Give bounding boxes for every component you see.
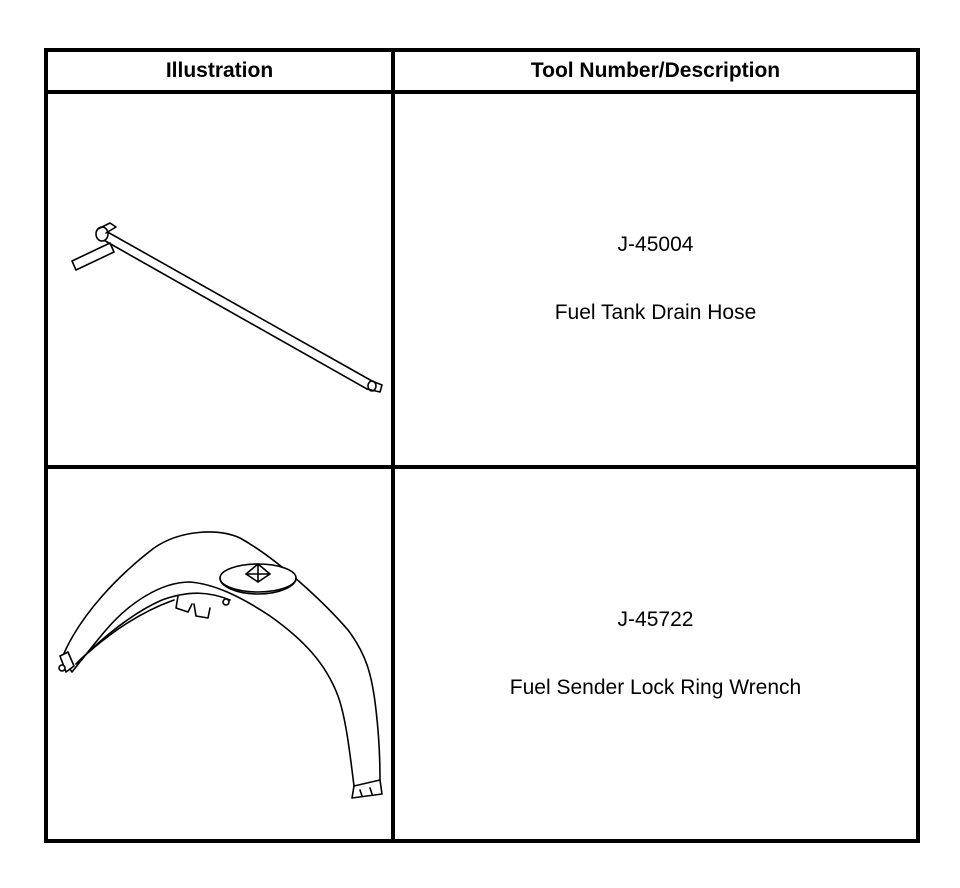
illustration-cell xyxy=(44,90,395,469)
tool-description: Fuel Sender Lock Ring Wrench xyxy=(509,675,802,699)
table-row: J-45004 Fuel Tank Drain Hose xyxy=(44,90,920,469)
tool-number: J-45004 xyxy=(617,233,694,257)
tool-number: J-45722 xyxy=(617,607,694,631)
table-row: J-45722 Fuel Sender Lock Ring Wrench xyxy=(44,464,920,843)
tool-description: Fuel Tank Drain Hose xyxy=(554,301,757,325)
lock-ring-wrench-icon xyxy=(57,530,383,799)
illustration-cell xyxy=(44,464,395,843)
header-illustration: Illustration xyxy=(44,48,395,94)
tool-info-cell: J-45004 Fuel Tank Drain Hose xyxy=(391,90,920,469)
header-row: Illustration Tool Number/Description xyxy=(44,48,920,94)
tool-table: Illustration Tool Number/Description xyxy=(44,48,920,843)
header-tool-number-description: Tool Number/Description xyxy=(391,48,920,94)
drain-hose-icon xyxy=(70,222,383,394)
tool-info-cell: J-45722 Fuel Sender Lock Ring Wrench xyxy=(391,464,920,843)
